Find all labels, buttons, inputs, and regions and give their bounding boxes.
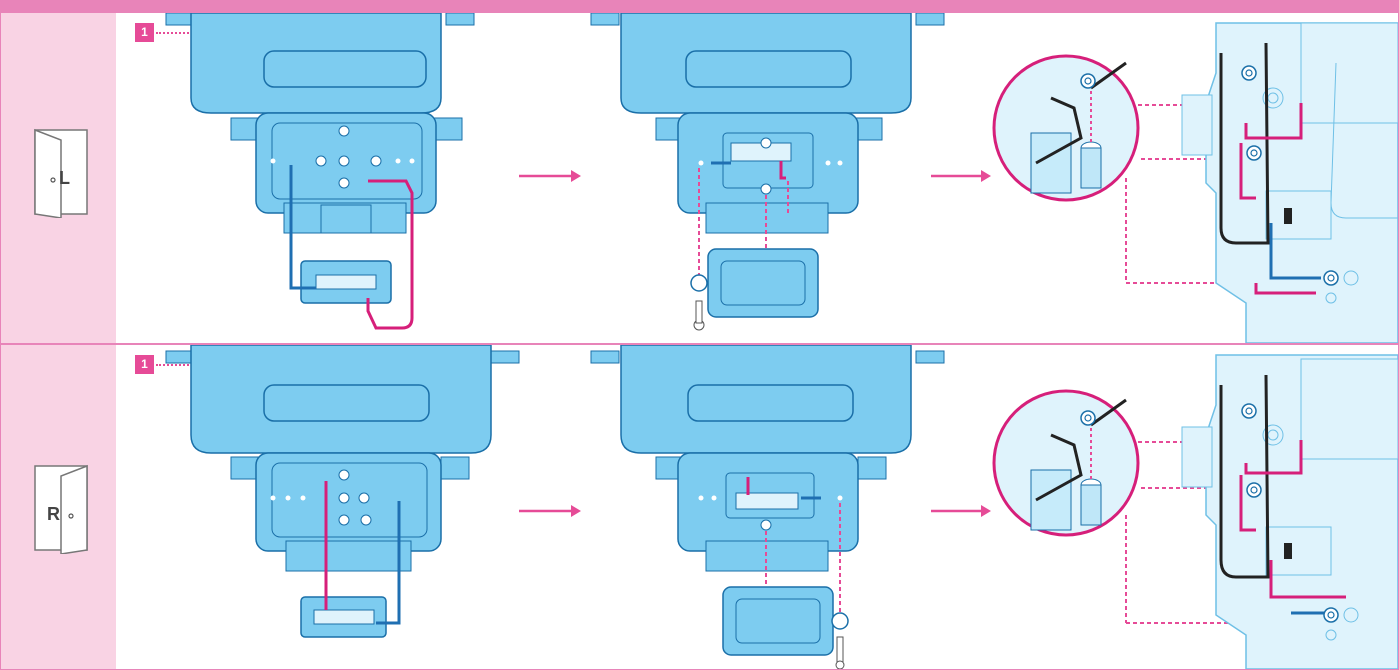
step-range-dots — [156, 364, 193, 366]
arrow-right-icon — [931, 505, 991, 517]
housing-part-b — [590, 345, 945, 669]
step-range-dots — [156, 32, 193, 34]
housing-part-b — [590, 13, 945, 331]
magnified-detail-circle — [992, 54, 1140, 202]
arrow-right-icon — [519, 505, 581, 517]
screw-icon — [693, 300, 705, 331]
step-start-badge: 1 — [135, 355, 154, 374]
door-label: R — [47, 504, 60, 524]
arrow-right-icon — [519, 170, 581, 182]
body-housing-outline — [1181, 354, 1398, 669]
assembly-illustration-left — [165, 13, 1398, 343]
housing-part-a — [165, 345, 520, 638]
arrow-right-icon — [931, 170, 991, 182]
screw-icon — [835, 636, 845, 669]
door-left-icon: L — [31, 126, 91, 219]
side-strip: R — [1, 345, 116, 669]
housing-part-a — [165, 13, 475, 330]
assembly-illustration-right — [165, 345, 1398, 669]
step-panel-left-door: L 1 3 — [0, 12, 1399, 344]
door-right-icon: R — [31, 462, 91, 555]
step-start-badge: 1 — [135, 23, 154, 42]
magnified-detail-circle — [992, 389, 1140, 537]
door-label: L — [59, 168, 70, 188]
step-panel-right-door: R 1 3 — [0, 344, 1399, 670]
side-strip: L — [1, 13, 116, 343]
body-housing-outline — [1181, 22, 1398, 343]
top-banner — [0, 0, 1399, 12]
